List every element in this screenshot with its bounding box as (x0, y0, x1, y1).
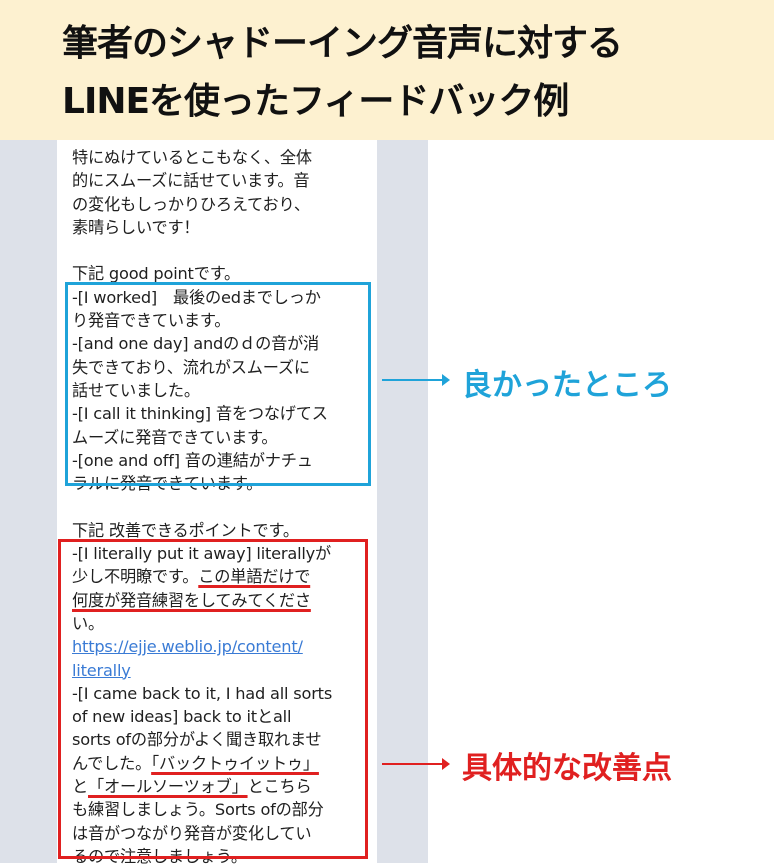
message-bubble (57, 140, 377, 863)
weblio-link[interactable]: https://ejje.weblio.jp/content/ (72, 637, 303, 657)
message-text-span: んでした。 (72, 753, 152, 773)
message-line: -[I worked] 最後のedまでしっか (72, 287, 321, 307)
message-text: 特にぬけているとこもなく、全体 的にスムーズに話せています。音 の変化もしっかり… (72, 146, 372, 868)
header-banner: 筆者のシャドーイング音声に対する LINEを使ったフィードバック例 (0, 0, 774, 140)
message-line: は音がつながり発音が変化してい (72, 823, 312, 843)
message-text-span: とこちら (247, 777, 312, 797)
message-line: 少し不明瞭です。この単語だけで (72, 565, 372, 588)
message-line: of new ideas] back to itとall (72, 707, 292, 727)
message-line: り発音できています。 (72, 311, 231, 331)
underlined-phrase: 「バックトゥイットゥ」 (151, 753, 319, 773)
good-points-label: 良かったところ (462, 368, 672, 403)
message-line: 下記 good pointです。 (72, 264, 241, 284)
message-line: 話せていました。 (72, 380, 200, 400)
good-arrow-icon (382, 374, 450, 386)
message-line: 素晴らしいです！ (72, 217, 200, 237)
message-line: んでした。「バックトゥイットゥ」 (72, 752, 372, 775)
improve-arrow-icon (382, 758, 450, 770)
message-line: い。 (72, 613, 104, 633)
message-line: ムーズに発音できています。 (72, 427, 278, 447)
message-line[interactable]: https://ejje.weblio.jp/content/ (72, 635, 372, 658)
title-line-1: 筆者のシャドーイング音声に対する (62, 23, 623, 64)
message-line: 特にぬけているとこもなく、全体 (72, 148, 312, 167)
improvement-label: 具体的な改善点 (462, 751, 672, 786)
title-line-2: LINEを使ったフィードバック例 (62, 81, 569, 122)
improvement-highlight-box (58, 539, 368, 859)
message-line: -[I call it thinking] 音をつなげてス (72, 404, 328, 424)
good-points-highlight-box (65, 282, 371, 486)
message-line: -[I came back to it, I had all sorts (72, 683, 333, 703)
underlined-phrase: この単語だけで (198, 567, 311, 587)
underlined-phrase: 何度が発音練習をしてみてくださ (72, 590, 311, 610)
weblio-link-cont[interactable]: literally (72, 660, 131, 680)
message-line: -[and one day] andのｄの音が消 (72, 334, 320, 354)
message-line: 下記 改善できるポイントです。 (72, 520, 299, 540)
message-line: -[I literally put it away] literallyが (72, 544, 332, 564)
message-line: -[one and off] 音の連結がナチュ (72, 450, 313, 470)
message-line: 的にスムーズに話せています。音 (72, 171, 310, 191)
message-line: 失できており、流れがスムーズに (72, 357, 310, 377)
message-line: sorts ofの部分がよく聞き取れませ (72, 730, 322, 750)
message-line: も練習しましょう。Sorts ofの部分 (72, 800, 324, 820)
message-text-span: と (72, 777, 88, 797)
message-text-span: 少し不明瞭です。 (72, 567, 199, 587)
message-line: と「オールソーツォブ」とこちら (72, 775, 372, 798)
underlined-phrase: 「オールソーツォブ」 (88, 777, 248, 797)
message-line: 何度が発音練習をしてみてくださ (72, 589, 372, 612)
message-line[interactable]: literally (72, 659, 372, 682)
message-line: の変化もしっかりひろえており、 (72, 194, 310, 214)
